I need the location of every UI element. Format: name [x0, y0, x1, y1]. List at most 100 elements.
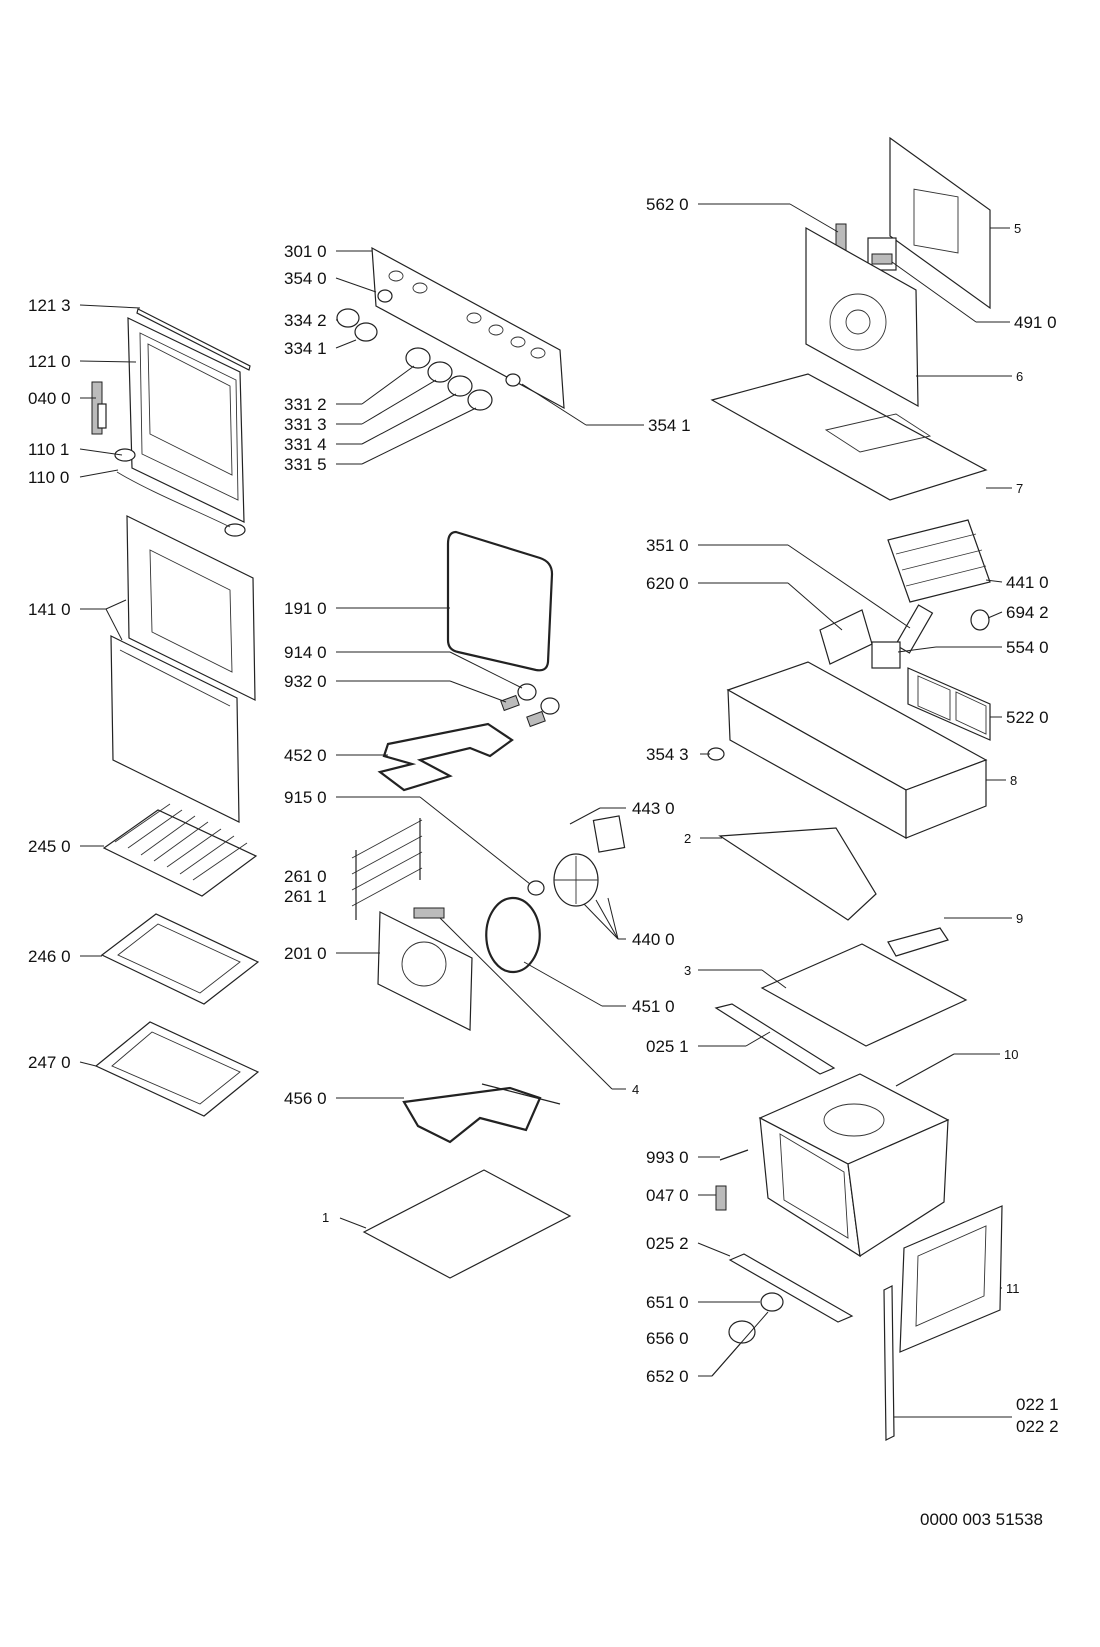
top-grill-element — [377, 722, 514, 792]
top-insulation-plate — [710, 373, 988, 501]
callout-246-0: 246 0 — [28, 947, 71, 966]
callout-652-0: 652 0 — [646, 1367, 689, 1386]
door-seal-strip — [136, 308, 251, 371]
control-knobs-small — [336, 308, 378, 342]
callout-334-2: 334 2 — [284, 311, 327, 330]
callout-914-0: 914 0 — [284, 643, 327, 662]
rear-fan-cover — [377, 907, 473, 1031]
callout-452-0: 452 0 — [284, 746, 327, 765]
front-bottom-rail — [728, 1253, 854, 1323]
transformer-module — [867, 237, 897, 271]
control-knobs-large — [405, 347, 493, 411]
callout-456-0: 456 0 — [284, 1089, 327, 1108]
baking-tray-deep — [94, 1021, 260, 1117]
timer-switch — [894, 604, 934, 654]
callout-110-0: 110 0 — [28, 468, 69, 487]
callout-040-0: 040 0 — [28, 389, 71, 408]
callout-7: 7 — [1016, 481, 1023, 496]
fan-capacitor — [970, 609, 990, 631]
callout-915-0: 915 0 — [284, 788, 327, 807]
cooling-duct — [718, 827, 877, 921]
callout-191-0: 191 0 — [284, 599, 327, 618]
callout-3: 3 — [684, 963, 691, 978]
callout-334-1: 334 1 — [284, 339, 327, 358]
door-lock-bracket — [715, 1185, 727, 1211]
callout-932-0: 932 0 — [284, 672, 327, 691]
callout-2: 2 — [684, 831, 691, 846]
callout-022-2: 022 2 — [1016, 1417, 1059, 1436]
leader-lines — [79, 203, 1012, 1418]
callout-247-0: 247 0 — [28, 1053, 71, 1072]
door-handle-mount — [114, 448, 246, 537]
callout-301-0: 301 0 — [284, 242, 327, 261]
oven-door-frame — [127, 317, 245, 523]
callout-047-0: 047 0 — [646, 1186, 689, 1205]
callout-656-0: 656 0 — [646, 1329, 689, 1348]
callout-110-1: 110 1 — [28, 440, 69, 459]
callout-6: 6 — [1016, 369, 1023, 384]
convection-fan-motor — [553, 815, 626, 907]
callout-440-0: 440 0 — [632, 930, 675, 949]
callout-10: 10 — [1004, 1047, 1018, 1062]
door-hinge — [91, 381, 107, 435]
circular-fan-element — [485, 896, 541, 974]
callout-025-1: 025 1 — [646, 1037, 689, 1056]
baking-tray-shallow — [100, 913, 260, 1005]
cooling-fan-motor — [887, 519, 991, 603]
callout-451-0: 451 0 — [632, 997, 675, 1016]
callout-11: 11 — [1006, 1281, 1020, 1296]
element-nuts-and-bushings — [500, 683, 560, 728]
drawing-number: 0000 003 51538 — [920, 1510, 1043, 1529]
callout-554-0: 554 0 — [1006, 638, 1049, 657]
bottom-element — [402, 1083, 561, 1144]
air-deflector — [887, 927, 949, 957]
callout-351-0: 351 0 — [646, 536, 689, 555]
callout-443-0: 443 0 — [632, 799, 675, 818]
control-housing-tray — [726, 661, 988, 840]
panel-indicator-light — [707, 747, 725, 761]
callout-121-3: 121 3 — [28, 296, 71, 315]
callout-201-0: 201 0 — [284, 944, 327, 963]
callout-694-2: 694 2 — [1006, 603, 1049, 622]
side-shelf-runners — [351, 818, 423, 920]
leveling-feet — [728, 1292, 784, 1344]
callout-620-0: 620 0 — [646, 574, 689, 593]
control-modules — [907, 667, 991, 741]
wire-shelf-rack — [102, 803, 258, 897]
front-top-rail — [714, 1003, 836, 1075]
vent-rod — [895, 1053, 955, 1087]
callout-025-2: 025 2 — [646, 1234, 689, 1253]
callout-331-3: 331 3 — [284, 415, 327, 434]
callout-5: 5 — [1014, 221, 1021, 236]
callout-562-0: 562 0 — [646, 195, 689, 214]
callout-354-0: 354 0 — [284, 269, 327, 288]
callout-245-0: 245 0 — [28, 837, 71, 856]
top-cavity-plate — [760, 943, 968, 1047]
callout-354-1: 354 1 — [648, 416, 691, 435]
callout-354-3: 354 3 — [646, 745, 689, 764]
callout-141-0: 141 0 — [28, 600, 71, 619]
callout-441-0: 441 0 — [1006, 573, 1049, 592]
callout-261-1: 261 1 — [284, 887, 327, 906]
side-trim-strip — [883, 1285, 895, 1441]
door-glass-panels — [110, 515, 256, 823]
callout-labels: 121 3 121 0 040 0 110 1 110 0 141 0 245 … — [28, 195, 1059, 1436]
oven-door-gasket — [446, 530, 554, 672]
callout-491-0: 491 0 — [1014, 313, 1057, 332]
callout-121-0: 121 0 — [28, 352, 71, 371]
fascia-indicator-light — [377, 289, 521, 387]
back-wall-panel — [805, 226, 919, 408]
thermal-cutout — [871, 641, 901, 669]
callout-651-0: 651 0 — [646, 1293, 689, 1312]
callout-9: 9 — [1016, 911, 1023, 926]
control-panel-fascia — [371, 246, 565, 410]
rear-cover-panel — [889, 136, 991, 310]
element-bracket — [527, 880, 545, 896]
callout-022-1: 022 1 — [1016, 1395, 1059, 1414]
oven-base-plate — [362, 1169, 572, 1279]
callout-261-0: 261 0 — [284, 867, 327, 886]
callout-1: 1 — [322, 1210, 329, 1225]
callout-331-2: 331 2 — [284, 395, 327, 414]
callout-331-5: 331 5 — [284, 455, 327, 474]
side-heat-shield — [899, 1205, 1003, 1353]
